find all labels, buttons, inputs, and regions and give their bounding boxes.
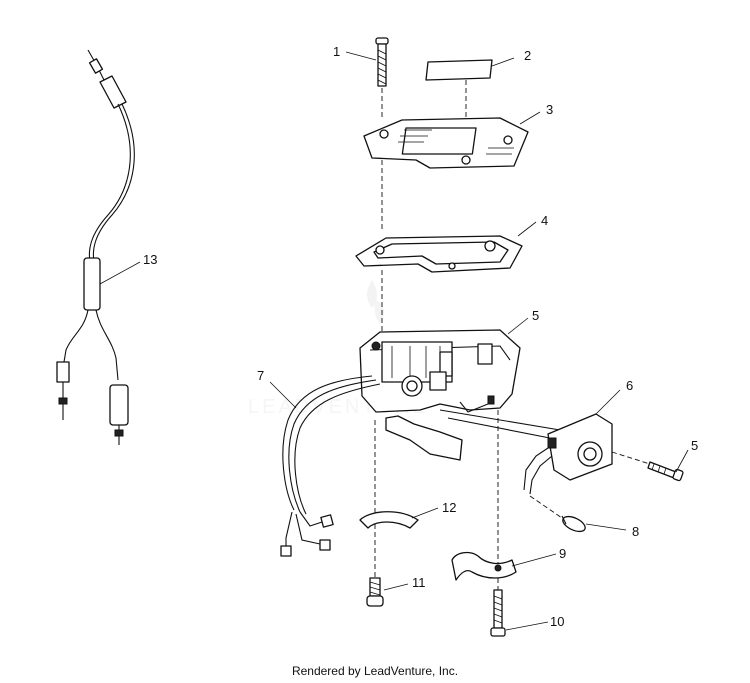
callout-labels: 1 2 3 4 5 5 6 7 8 9 10 11 12 13	[143, 44, 698, 629]
switch-module	[523, 413, 613, 495]
callout-2: 2	[524, 48, 531, 63]
screw-lower-left	[366, 577, 384, 607]
callout-9: 9	[559, 546, 566, 561]
screw-side	[611, 451, 684, 482]
wiring-harness	[280, 375, 381, 557]
control-housing	[359, 329, 521, 413]
callout-11: 11	[412, 575, 426, 590]
cover-plate	[363, 117, 529, 169]
clamp	[451, 551, 517, 581]
lock-washer	[359, 511, 419, 529]
footer-credit: Rendered by LeadVenture, Inc.	[291, 664, 459, 678]
callout-12: 12	[442, 500, 456, 515]
callout-10: 10	[550, 614, 564, 629]
callout-3: 3	[546, 102, 553, 117]
bulb	[529, 495, 586, 533]
bolt-bottom	[490, 589, 506, 637]
callout-13: 13	[143, 252, 157, 267]
callout-8: 8	[632, 524, 639, 539]
leader-lines	[99, 51, 689, 631]
throttle-cable	[56, 49, 135, 445]
callout-1: 1	[333, 44, 340, 59]
callout-5-housing: 5	[532, 308, 539, 323]
throttle-lever	[385, 415, 463, 461]
screw-top	[375, 37, 389, 87]
clamp-hole	[494, 564, 502, 572]
parts-diagram: LEADVENTURE	[56, 37, 698, 637]
decal	[425, 59, 493, 81]
callout-6: 6	[626, 378, 633, 393]
callout-4: 4	[541, 213, 548, 228]
callout-5-screw: 5	[691, 438, 698, 453]
gasket	[355, 235, 523, 273]
callout-7: 7	[257, 368, 264, 383]
